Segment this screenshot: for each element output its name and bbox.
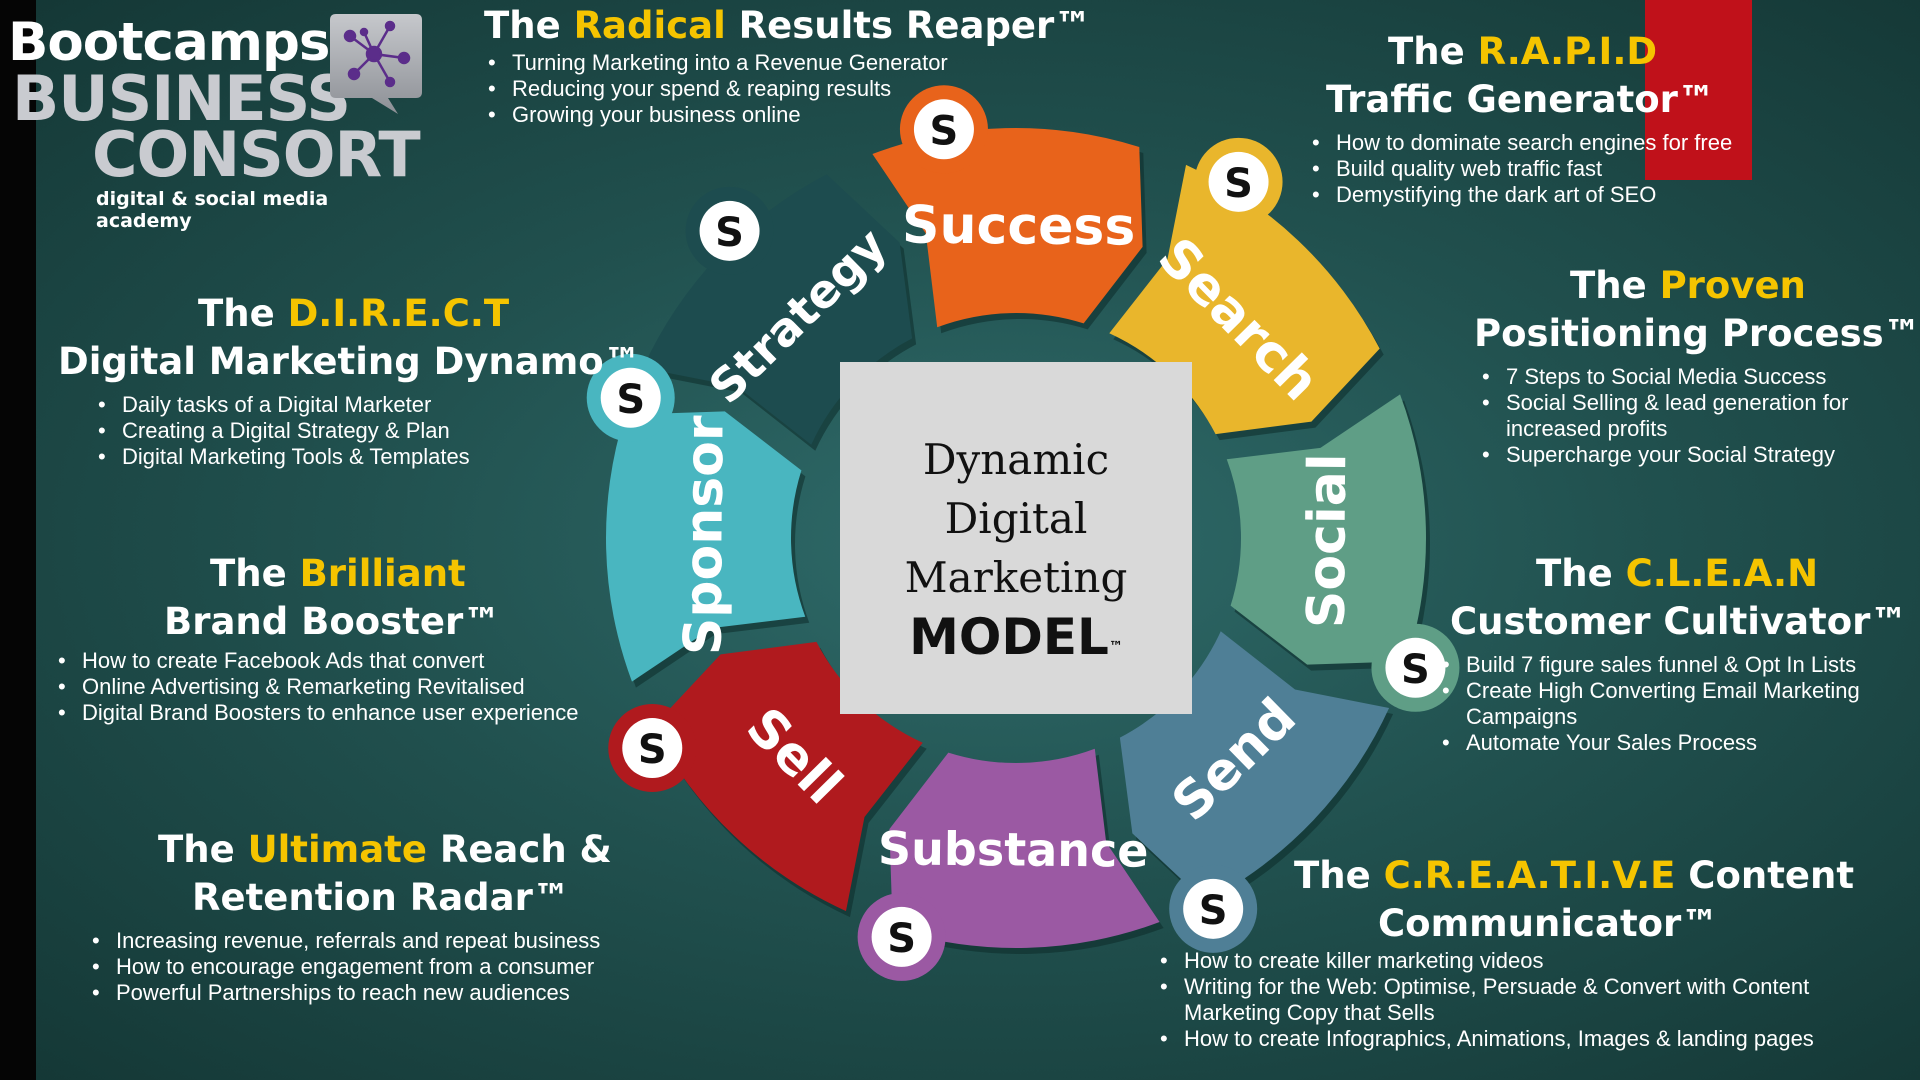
list-item: Automate Your Sales Process bbox=[1438, 730, 1907, 756]
center-line2: Digital bbox=[944, 494, 1088, 543]
block-radical-title: The Radical Results Reaper™ bbox=[484, 4, 1092, 47]
svg-text:S: S bbox=[638, 727, 667, 773]
list-item: How to create Facebook Ads that convert bbox=[54, 648, 579, 674]
block-proven: The Proven Positioning Process™ 7 Steps … bbox=[1470, 262, 1920, 468]
svg-text:S: S bbox=[715, 210, 744, 256]
block-ultimate-title: The Ultimate Reach & bbox=[158, 828, 612, 871]
logo-line1: Bootcamps bbox=[8, 12, 330, 73]
logo-tagline: digital & social media academy bbox=[96, 188, 329, 232]
block-direct-title: The D.I.R.E.C.T bbox=[198, 292, 510, 335]
list-item: Daily tasks of a Digital Marketer bbox=[94, 392, 641, 418]
list-item: How to create killer marketing videos bbox=[1156, 948, 1854, 974]
block-clean-title: The C.L.E.A.N bbox=[1536, 552, 1819, 595]
dollar-coin-icon: S bbox=[1194, 137, 1283, 226]
list-item: Growing your business online bbox=[484, 102, 1091, 128]
list-item: Digital Marketing Tools & Templates bbox=[94, 444, 641, 470]
center-line4: MODEL™ bbox=[840, 607, 1192, 667]
segment-social bbox=[1226, 394, 1426, 665]
list-item: Increasing revenue, referrals and repeat… bbox=[88, 928, 612, 954]
dollar-coin-icon: S bbox=[608, 704, 697, 792]
block-proven-subtitle: Positioning Process™ bbox=[1474, 312, 1920, 355]
list-item: Create High Converting Email MarketingCa… bbox=[1438, 678, 1907, 730]
list-item: Powerful Partnerships to reach new audie… bbox=[88, 980, 612, 1006]
list-item: Demystifying the dark art of SEO bbox=[1308, 182, 1732, 208]
block-creative-title: The C.R.E.A.T.I.V.E Content bbox=[1294, 854, 1855, 897]
logo: Bootcamps BUSINESS CONSORT digital & soc… bbox=[8, 8, 428, 232]
block-rapid: The R.A.P.I.D Traffic Generator™ How to … bbox=[1300, 28, 1732, 208]
block-proven-title: The Proven bbox=[1570, 264, 1806, 307]
block-direct-subtitle: Digital Marketing Dynamo™ bbox=[58, 340, 641, 383]
center-tm: ™ bbox=[1108, 639, 1123, 655]
block-ultimate: The Ultimate Reach & Retention Radar™ In… bbox=[88, 826, 612, 1006]
svg-text:S: S bbox=[1199, 888, 1228, 934]
block-rapid-title: The R.A.P.I.D bbox=[1388, 30, 1658, 73]
list-item: How to encourage engagement from a consu… bbox=[88, 954, 612, 980]
segment-label-substance: Substance bbox=[878, 821, 1149, 877]
svg-text:S: S bbox=[1224, 161, 1253, 207]
list-item: Turning Marketing into a Revenue Generat… bbox=[484, 50, 1091, 76]
list-item: Supercharge your Social Strategy bbox=[1478, 442, 1920, 468]
list-item: Creating a Digital Strategy & Plan bbox=[94, 418, 641, 444]
segment-success bbox=[872, 127, 1143, 328]
segment-label-social: Social bbox=[1297, 453, 1359, 628]
dollar-coin-icon: S bbox=[857, 892, 946, 981]
segment-label-success: Success bbox=[902, 195, 1136, 257]
list-item: Writing for the Web: Optimise, Persuade … bbox=[1156, 974, 1854, 1026]
dollar-coin-icon: S bbox=[685, 186, 774, 275]
block-rapid-subtitle: Traffic Generator™ bbox=[1326, 78, 1715, 121]
segment-label-sponsor: Sponsor bbox=[673, 415, 735, 656]
list-item: How to create Infographics, Animations, … bbox=[1156, 1026, 1854, 1052]
list-item: How to dominate search engines for free bbox=[1308, 130, 1732, 156]
list-item: Online Advertising & Remarketing Revital… bbox=[54, 674, 579, 700]
block-clean-subtitle: Customer Cultivator™ bbox=[1450, 600, 1908, 643]
block-radical: The Radical Results Reaper™ Turning Mark… bbox=[484, 2, 1091, 128]
list-item: Social Selling & lead generation forincr… bbox=[1478, 390, 1920, 442]
logo-line2: BUSINESS bbox=[12, 62, 351, 135]
block-creative-subtitle: Communicator™ bbox=[1378, 902, 1719, 945]
svg-text:S: S bbox=[887, 916, 916, 962]
list-item: Reducing your spend & reaping results bbox=[484, 76, 1091, 102]
block-brilliant-subtitle: Brand Booster™ bbox=[164, 600, 501, 643]
center-line3: Marketing bbox=[904, 553, 1128, 602]
block-brilliant-title: The Brilliant bbox=[210, 552, 466, 595]
list-item: Build quality web traffic fast bbox=[1308, 156, 1732, 182]
block-clean: The C.L.E.A.N Customer Cultivator™ Build… bbox=[1430, 550, 1907, 756]
center-model-word: MODEL bbox=[909, 608, 1109, 666]
center-model-box: Dynamic Digital Marketing MODEL™ bbox=[840, 362, 1192, 714]
segment-substance bbox=[889, 748, 1160, 948]
network-bubble-icon bbox=[330, 14, 422, 114]
block-ultimate-subtitle: Retention Radar™ bbox=[192, 876, 570, 919]
list-item: 7 Steps to Social Media Success bbox=[1478, 364, 1920, 390]
left-black-bar bbox=[0, 0, 36, 1080]
dollar-coin-icon: S bbox=[1169, 864, 1258, 953]
logo-line3: CONSORT bbox=[92, 118, 421, 191]
block-brilliant: The Brilliant Brand Booster™ How to crea… bbox=[54, 550, 579, 726]
block-direct: The D.I.R.E.C.T Digital Marketing Dynamo… bbox=[58, 290, 641, 470]
segment-sponsor bbox=[606, 411, 806, 682]
center-line1: Dynamic bbox=[922, 435, 1110, 484]
list-item: Digital Brand Boosters to enhance user e… bbox=[54, 700, 579, 726]
list-item: Build 7 figure sales funnel & Opt In Lis… bbox=[1438, 652, 1907, 678]
block-creative: The C.R.E.A.T.I.V.E Content Communicator… bbox=[1156, 852, 1854, 1052]
svg-text:S: S bbox=[1401, 647, 1430, 693]
